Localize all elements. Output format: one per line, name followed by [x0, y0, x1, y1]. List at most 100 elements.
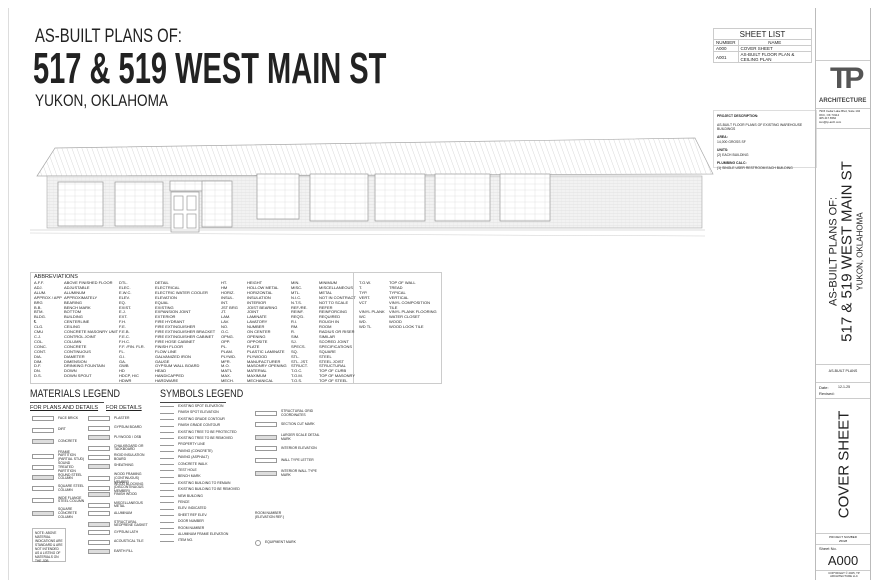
symbol-legend-item-symbol — [160, 419, 174, 421]
sheet-no-label: Sheet No. — [819, 546, 837, 551]
abbr-code: REINF. — [291, 309, 304, 315]
abbr-meaning: TILE — [389, 304, 398, 310]
material-legend-item: ACOUSTICAL TILE — [88, 539, 154, 545]
abbr-code: ALUM. — [34, 289, 47, 295]
symbol-legend-item-symbol — [160, 495, 174, 497]
abbr-meaning: CEILING — [64, 324, 81, 330]
abbr-meaning: EXISTING — [155, 304, 174, 310]
material-legend-item-symbol — [32, 511, 54, 517]
abbreviation-row: F.E.B.FIRE EXTINGUISHER BRACKET — [119, 329, 215, 335]
material-legend-item-symbol — [88, 476, 110, 482]
abbreviation-row: F.F. /FIN. FLR.FINISH FLOOR — [119, 344, 215, 350]
abbreviations-title: ABBREVIATIONS — [34, 274, 78, 280]
abbreviation-row: MFR.MANUFACTURER — [221, 358, 287, 365]
abbr-meaning: CONTINUOUS — [64, 348, 91, 354]
symbol-legend-item-symbol — [160, 489, 174, 491]
abbr-meaning: DIAMETER — [64, 353, 85, 359]
abbreviation-row: CONT.CONTINUOUS — [34, 348, 118, 355]
firm-logo: TP — [830, 62, 864, 95]
material-legend-item: CONCRETE — [32, 439, 86, 444]
title-prefix: AS-BUILT PLANS OF: — [35, 26, 182, 47]
abbreviation-row: ADJ.ADJUSTABLE — [34, 285, 118, 291]
abbr-meaning: MANUFACTURER — [247, 358, 281, 364]
material-legend-item-symbol — [88, 549, 110, 554]
abbr-meaning: SQUARE — [319, 348, 336, 354]
abbr-meaning: FLOW LINE — [155, 348, 177, 354]
abbr-code: WC — [359, 314, 366, 320]
abbr-code: ELEV. — [119, 294, 130, 300]
window — [434, 173, 491, 222]
material-legend-item: SQUARE STEEL COLUMN — [32, 484, 86, 493]
abbr-code: INSUL. — [221, 294, 234, 300]
window — [201, 180, 233, 228]
abbr-code: R. — [291, 329, 295, 335]
abbr-code: MECH. — [221, 378, 234, 384]
abbreviation-row: FL.FLOW LINE — [119, 348, 215, 355]
sheet-name: AS-BUILT FLOOR PLAN & CEILING PLAN — [737, 51, 813, 63]
material-legend-item-symbol — [88, 463, 110, 469]
symbol-legend-item: INTERIOR ELEVATION — [255, 446, 321, 451]
material-legend-item: MISCELLANEOUS METAL — [88, 501, 154, 510]
material-legend-item: SOUND TREATED PARTITION — [32, 461, 86, 473]
material-legend-item: FACE BRICK — [32, 416, 86, 421]
abbr-meaning: HORIZONTAL — [247, 289, 273, 295]
abbr-meaning: LAVATORY — [247, 319, 268, 325]
abbr-code: F.E. — [119, 324, 126, 330]
area-label: AREA: — [717, 135, 728, 140]
abbreviation-row: TILE — [359, 304, 437, 311]
abbr-meaning: NOT TO SCALE — [319, 299, 349, 305]
abbreviation-row: A.F.F.ABOVE FINISHED FLOOR — [34, 280, 118, 286]
abbreviation-row: T.O.C.TOP OF CURB — [291, 368, 356, 374]
abbr-meaning: TOP OF STEEL — [319, 378, 348, 384]
material-legend-item-symbol — [88, 485, 110, 491]
abbr-code: DIA. — [34, 353, 42, 359]
abbreviation-row: T.O.M.TOP OF MASONRY — [291, 373, 356, 379]
material-legend-item: SQUARE CONCRETE COLUMN — [32, 507, 86, 519]
abbreviation-row: OPNG.OPENING — [221, 334, 287, 340]
abbr-code: APPROX / APP — [34, 294, 62, 300]
roof — [36, 137, 714, 177]
symbol-legend-item-symbol — [160, 457, 174, 459]
abbreviation-row: VERT.VERTICAL — [359, 295, 437, 301]
symbol-legend-item: INTERIOR WALL TYPE MARK — [255, 469, 321, 478]
material-legend-item-symbol — [88, 435, 110, 440]
abbr-meaning: HEIGHT — [247, 280, 263, 285]
material-legend-item-symbol — [32, 465, 54, 471]
abbr-code: CLG. — [34, 324, 44, 330]
abbr-meaning: PLYWOOD — [247, 353, 268, 359]
abbr-meaning: ELECTRIC WATER COOLER — [155, 289, 208, 295]
abbreviation-row: G.I.GALVANIZED IRON — [119, 354, 215, 360]
abbreviation-row: WD.WOOD — [359, 319, 437, 325]
abbr-code: SPECS. — [291, 343, 306, 349]
abbreviation-row: PL.PLATE — [221, 344, 287, 350]
abbreviation-row: MISC.MISCELLANEOUS — [291, 285, 356, 291]
material-legend-item: ROUND STEEL COLUMN — [32, 473, 86, 482]
abbr-meaning: ROUGH IN — [319, 319, 339, 325]
abbr-code: BLDG. — [34, 314, 47, 320]
symbol-legend-item-symbol — [160, 527, 174, 529]
units-label: UNITS: — [717, 148, 729, 153]
abbreviation-row: GA.GAUGE — [119, 359, 215, 365]
abbr-meaning: DOWN SPOUT — [64, 373, 92, 379]
abbr-code: N.I.C. — [291, 294, 302, 300]
abbreviation-row: MIN.MINIMUM — [291, 280, 356, 286]
symbol-legend-item-symbol — [255, 435, 277, 441]
abbreviation-row: STL. JST.STEEL JOIST — [291, 359, 356, 365]
abbr-meaning: MASONRY OPENING — [247, 363, 287, 369]
material-legend-item: WOOD BLOCKING (DISCONTINUOUS MEMBER) — [88, 482, 154, 494]
abbr-meaning: OPPOSITE — [247, 338, 268, 344]
abbreviation-row: EXIST.EXISTING — [119, 304, 215, 311]
abbr-code: OPP. — [221, 338, 231, 344]
abbr-code: T.O.S. — [291, 378, 303, 384]
abbreviation-row: CONC.CONCRETE — [34, 344, 118, 350]
abbr-code: BTM. — [34, 309, 44, 315]
symbol-legend-item: ROOM NUMBER — [160, 526, 248, 531]
abbr-code: M.O. — [221, 363, 230, 369]
material-legend-item: FINISH WOOD — [88, 492, 154, 497]
revised-label: Revised: — [819, 391, 835, 396]
abbr-code: F.E.C. — [119, 333, 130, 339]
